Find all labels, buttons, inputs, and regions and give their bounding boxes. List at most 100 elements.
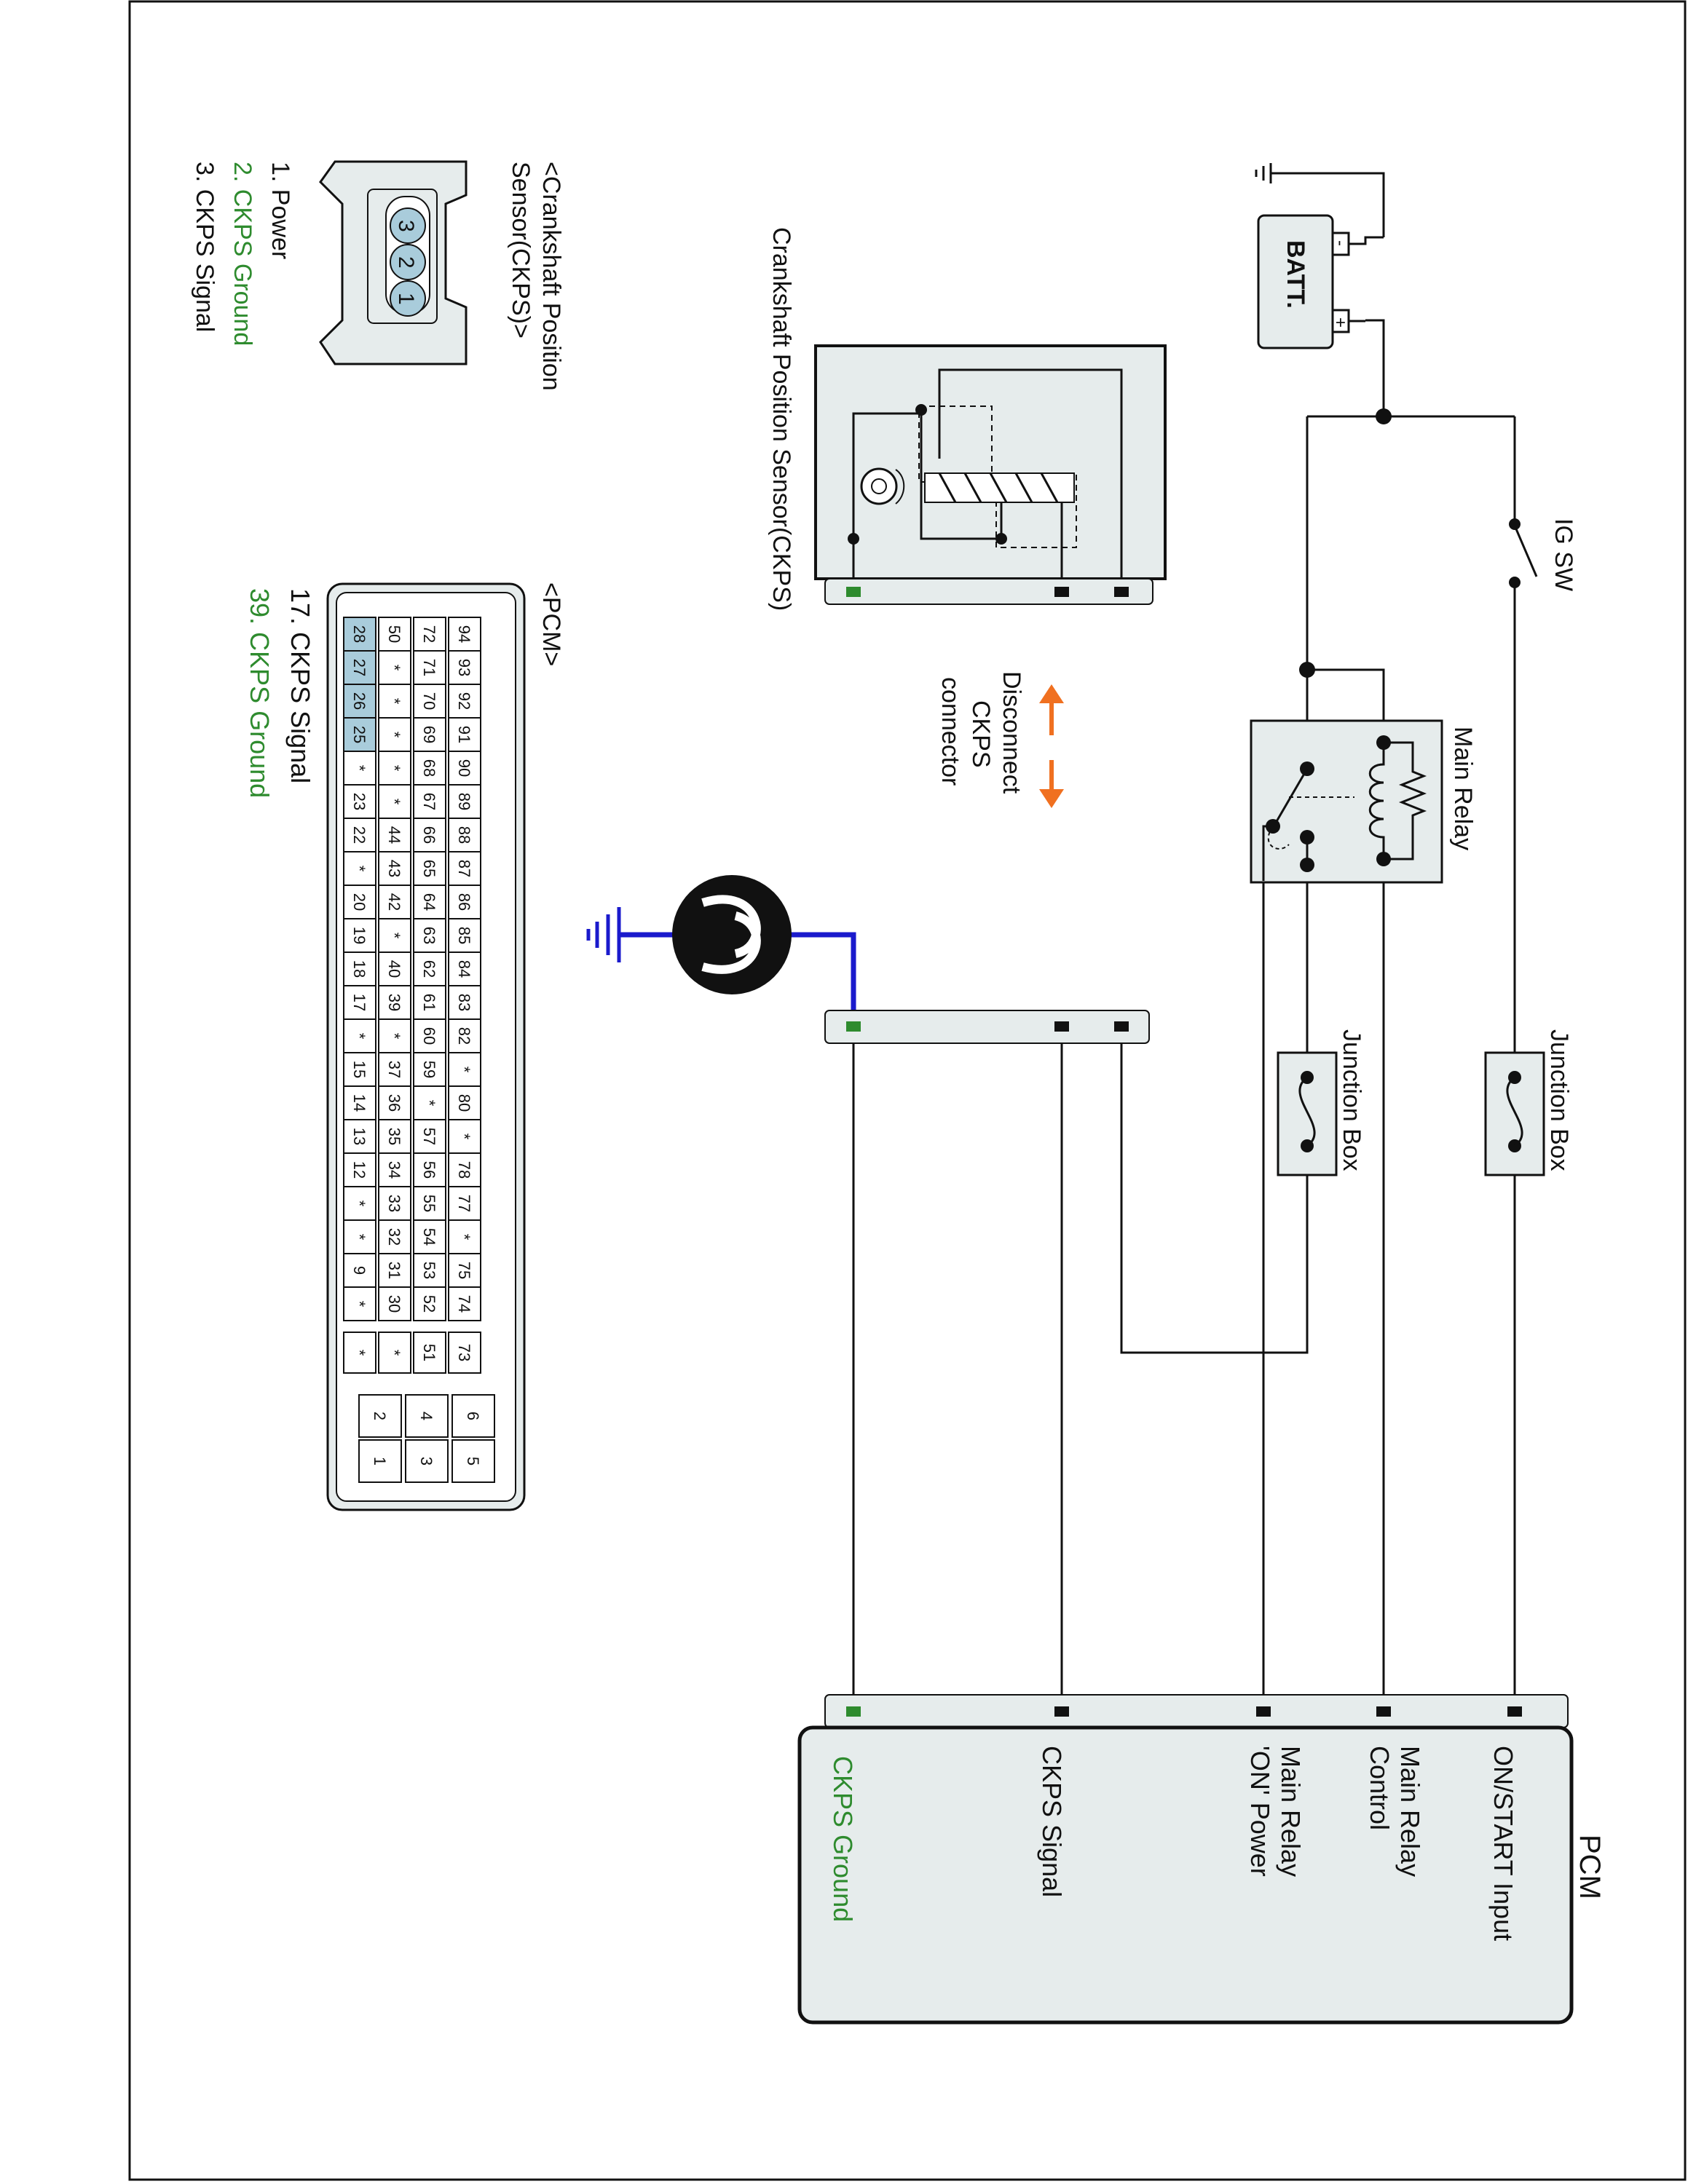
ckps-connector-title-line-1: <Crankshaft Position <box>537 162 565 391</box>
pcm-pin-cell <box>358 1439 402 1483</box>
pcm-pin-label: 37 <box>385 1061 403 1078</box>
ig-switch-blade <box>1513 525 1538 577</box>
pcm-pin-label: 90 <box>455 759 473 777</box>
battery-label: BATT. <box>1282 240 1309 309</box>
pcm-pin-label: 78 <box>455 1161 473 1179</box>
pcm-pin-cell <box>378 851 411 886</box>
pcm-pin-label: 57 <box>420 1128 438 1145</box>
pcm-pin-label: 71 <box>420 659 438 676</box>
pcm-pin-label: 63 <box>420 927 438 944</box>
pcm-pin-label: * <box>350 1033 368 1040</box>
pcm-pin-label: * <box>385 1033 403 1040</box>
disconnect-note-line-1: Disconnect <box>998 671 1025 794</box>
pcm-pin-cell <box>378 1253 411 1288</box>
pcm-pin-label: 94 <box>455 625 473 643</box>
relay-top-link <box>1307 668 1385 743</box>
pcm-pin-label: 87 <box>455 860 473 877</box>
pcm-pin-label: 31 <box>385 1262 403 1279</box>
pcm-pin-label: * <box>455 1234 473 1241</box>
pcm-label: PCM <box>1574 1835 1606 1899</box>
pcm-pin-cell <box>378 1186 411 1221</box>
pcm-pin-cell <box>413 885 446 919</box>
pcm-pin-cell <box>378 1085 411 1120</box>
pcm-pin-label: 32 <box>385 1228 403 1246</box>
pcm-pin-cell <box>448 1253 481 1288</box>
pcm-pin-cell <box>413 1332 446 1374</box>
pcm-pin-cell <box>378 684 411 719</box>
pcm-terminal-main-relay-control-line-1: Main Relay <box>1395 1746 1425 1877</box>
ckps-connector-title-line-2: Sensor(CKPS)> <box>507 162 535 339</box>
pcm-pin-cell <box>343 1332 376 1374</box>
pcm-pin-label: 64 <box>420 893 438 911</box>
pcm-pin-label: 89 <box>455 793 473 810</box>
pcm-pin-cell <box>343 1286 376 1321</box>
pcm-pin-cell <box>378 1332 411 1374</box>
pcm-pin-label: * <box>385 732 403 738</box>
pcm-pin-label: * <box>385 765 403 772</box>
pcm-pin-cell <box>413 650 446 685</box>
pcm-pin-label: * <box>420 1100 438 1107</box>
disconnect-note-line-3: connector <box>936 677 964 786</box>
pcm-pin-label: 18 <box>350 960 368 978</box>
pcm-legend-1: 17. CKPS Signal <box>285 588 315 783</box>
pcm-pin-label: 75 <box>455 1262 473 1279</box>
pcm-pin-label: 42 <box>385 893 403 911</box>
pcm-connector-view: <PCM> 94939291908988878685848382*80*7877… <box>245 582 565 1511</box>
pcm-pin-label: 19 <box>350 927 368 944</box>
pcm-pin-cell <box>413 1186 446 1221</box>
pcm-pin-label: 88 <box>455 826 473 844</box>
pcm-pin-label: * <box>455 1067 473 1073</box>
junction-box-1: Junction Box <box>1484 1029 1573 1176</box>
battery-ground-wire <box>1271 172 1385 237</box>
pcm-pin-label: 61 <box>420 994 438 1011</box>
pcm-pin-label: 23 <box>350 793 368 810</box>
pcm-pin-cell <box>378 1286 411 1321</box>
pcm-pin-cell <box>378 1152 411 1187</box>
pcm-pin-label: 6 <box>464 1412 482 1420</box>
ckps-legend-3: 3. CKPS Signal <box>191 162 218 332</box>
pcm-pin-label: 5 <box>464 1457 482 1465</box>
pcm-pin-label: 51 <box>420 1344 438 1361</box>
pcm-pin-label: 9 <box>350 1266 368 1275</box>
pcm-pin-cell <box>448 617 481 652</box>
pcm-pin-label: 50 <box>385 625 403 643</box>
ckps-connector-pins: 1 2 3 <box>390 207 426 317</box>
pcm-pin-label: 28 <box>350 625 368 643</box>
pcm-pin-label: 55 <box>420 1195 438 1212</box>
jb2-to-ckps-power-wire <box>1120 1026 1309 1354</box>
pcm-terminal-main-relay-on-power-line-1: Main Relay <box>1276 1746 1306 1877</box>
pcm-pin-cell <box>343 1052 376 1087</box>
pcm-pin-label: 22 <box>350 826 368 844</box>
pcm-pin-label: * <box>350 866 368 872</box>
pcm-pin-cell <box>405 1394 449 1438</box>
pcm-pin-label: 82 <box>455 1027 473 1045</box>
pcm-module: PCM <box>797 1694 1606 2025</box>
pcm-pin-label: 60 <box>420 1027 438 1045</box>
pcm-pin-cell <box>451 1439 495 1483</box>
pcm-pin-label: 54 <box>420 1228 438 1246</box>
pcm-pin-cell <box>413 851 446 886</box>
pcm-pin-cell <box>413 684 446 719</box>
pcm-pin-label: 84 <box>455 960 473 978</box>
pcm-pin-label: 35 <box>385 1128 403 1145</box>
pcm-pin-label: 43 <box>385 860 403 877</box>
pcm-pin-cell <box>413 1018 446 1053</box>
pcm-pin-cell <box>413 918 446 953</box>
ig-switch: IG SW <box>1509 518 1577 591</box>
pcm-terminal-ckps-signal: CKPS Signal <box>1037 1746 1067 1897</box>
pcm-terminal-main-relay-on-power-line-2: 'ON' Power <box>1245 1746 1275 1877</box>
pcm-pin-cell <box>413 751 446 786</box>
pcm-pin-label: 44 <box>385 826 403 844</box>
pcm-pin-cell <box>378 885 411 919</box>
pcm-pin-cell <box>343 617 376 652</box>
pcm-pin-label: * <box>385 799 403 805</box>
pcm-pin-cell <box>343 885 376 919</box>
pcm-pin-cell <box>358 1394 402 1438</box>
pcm-pin-cell <box>448 1119 481 1154</box>
pcm-pin-label: 33 <box>385 1195 403 1212</box>
pcm-pin-label: 59 <box>420 1061 438 1078</box>
pcm-pin-label: 52 <box>420 1295 438 1313</box>
ckps-connector-view: <Crankshaft Position Sensor(CKPS)> 1 2 3… <box>191 160 565 391</box>
pcm-pin-label: 53 <box>420 1262 438 1279</box>
pcm-pin-cell <box>405 1439 449 1483</box>
